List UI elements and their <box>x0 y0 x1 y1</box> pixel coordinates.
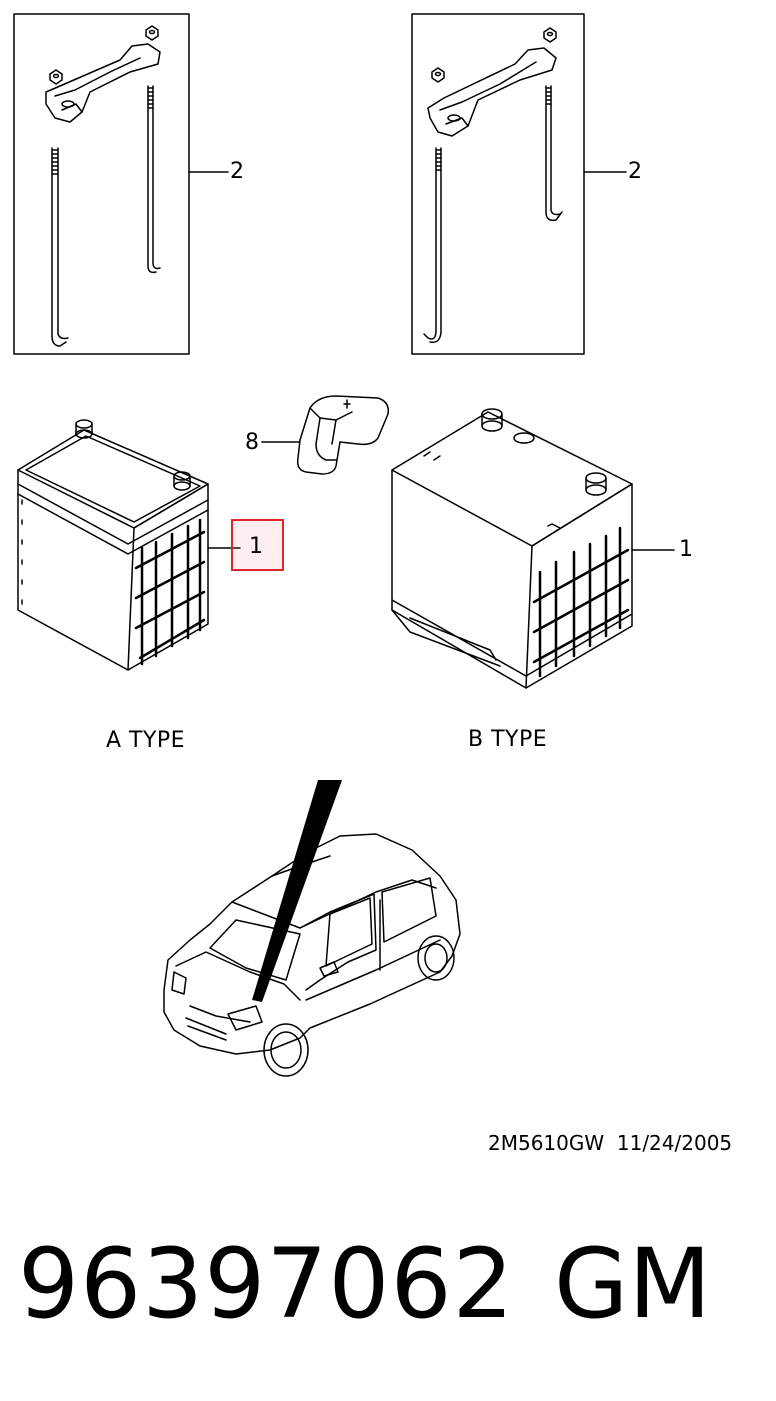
battery-b-drawing <box>391 408 675 689</box>
part-number: 96397062 <box>18 1228 515 1340</box>
car-drawing <box>163 833 461 1077</box>
callout-bracket-a[interactable]: 2 <box>230 159 244 184</box>
callout-battery-a[interactable]: 1 <box>249 534 263 559</box>
terminal-cover-drawing <box>261 395 390 475</box>
highlight-box <box>231 519 284 571</box>
battery-a-drawing <box>17 419 241 671</box>
type-label-a: A TYPE <box>106 728 186 753</box>
callout-battery-b[interactable]: 1 <box>679 537 693 562</box>
location-pointer <box>252 780 342 1002</box>
reference-code: 2M5610GW 11/24/2005 <box>488 1131 733 1155</box>
type-label-b: B TYPE <box>468 727 548 752</box>
bracket-frame-b <box>411 13 627 355</box>
callout-bracket-b[interactable]: 2 <box>628 159 642 184</box>
bracket-frame-a <box>13 13 229 355</box>
callout-terminal-cover[interactable]: 8 <box>245 430 259 455</box>
brand-label: GM <box>554 1228 712 1340</box>
